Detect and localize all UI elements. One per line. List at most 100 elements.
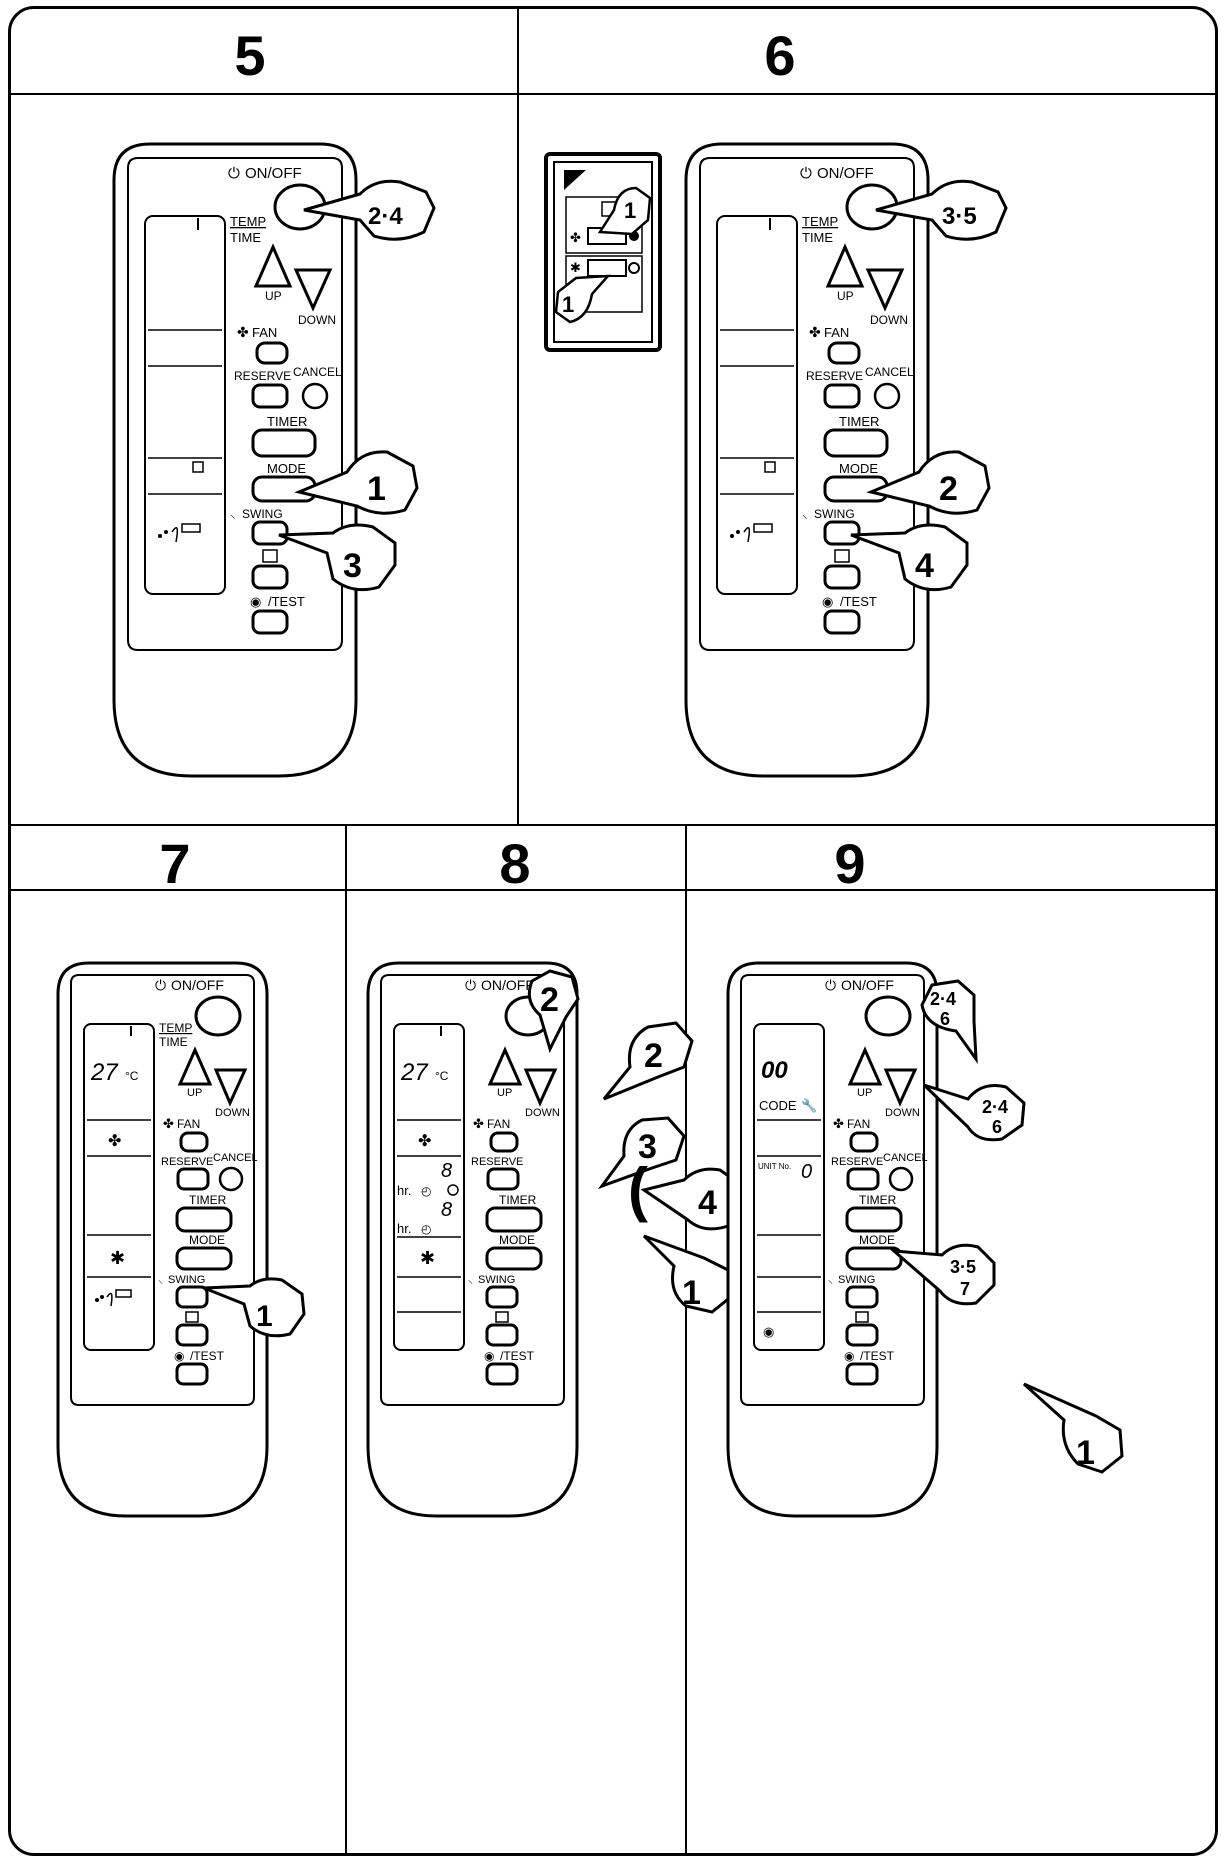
timer-off-digit: 8 — [441, 1199, 452, 1221]
timer-on-digit: 8 — [441, 1160, 452, 1182]
mode-button[interactable] — [485, 1246, 543, 1271]
svg-text:2: 2 — [540, 981, 559, 1019]
down-label: DOWN — [885, 1107, 920, 1119]
svg-text:4: 4 — [698, 1184, 717, 1222]
test-label: /TEST — [860, 1349, 895, 1363]
down-button[interactable] — [865, 268, 905, 312]
svg-text:3: 3 — [343, 547, 362, 585]
clock-icon: ◴ — [421, 1184, 431, 1198]
fan-label: FAN — [252, 325, 277, 340]
mode-label: MODE — [267, 461, 306, 476]
grid-icon — [834, 549, 850, 563]
cancel-label: CANCEL — [883, 1152, 928, 1164]
fan-button[interactable] — [179, 1131, 209, 1153]
timer-button[interactable] — [823, 428, 889, 458]
step-number-9: 9 — [834, 832, 866, 895]
temp-label: TEMP — [802, 214, 838, 229]
fan-icon: ✤ — [163, 1116, 174, 1131]
callout-hand-6-onoff: 3·5 — [875, 179, 1008, 241]
test-button[interactable] — [485, 1362, 519, 1386]
fan-label: FAN — [487, 1117, 510, 1131]
power-icon: ⏻ — [465, 977, 476, 993]
fan-button[interactable] — [489, 1131, 519, 1153]
fan-icon: ✤ — [570, 230, 581, 245]
ventilation-button[interactable] — [845, 1323, 879, 1347]
on-off-label: ON/OFF — [841, 977, 894, 993]
snowflake-icon: ✱ — [110, 1248, 125, 1268]
temperature-readout: 27 — [400, 1059, 429, 1086]
swing-button[interactable] — [485, 1285, 519, 1309]
test-button[interactable] — [251, 609, 289, 635]
cancel-label: CANCEL — [865, 365, 914, 379]
cancel-button[interactable] — [888, 1166, 914, 1192]
callout-hand-6-unit-top: 1 — [597, 186, 652, 236]
fan-icon: ✤ — [473, 1116, 484, 1131]
timer-button[interactable] — [485, 1206, 543, 1233]
timer-button[interactable] — [251, 428, 317, 458]
up-button[interactable] — [177, 1046, 213, 1086]
code-label: CODE — [759, 1098, 797, 1113]
cancel-button[interactable] — [218, 1166, 244, 1192]
test-button[interactable] — [845, 1362, 879, 1386]
temperature-unit: °C — [125, 1069, 139, 1083]
test-button[interactable] — [175, 1362, 209, 1386]
fan-icon: ✤ — [809, 324, 821, 340]
swing-button[interactable] — [845, 1285, 879, 1309]
cancel-button[interactable] — [873, 382, 901, 410]
svg-text:1: 1 — [367, 470, 386, 508]
reserve-button[interactable] — [176, 1167, 210, 1191]
mode-label: MODE — [859, 1233, 895, 1247]
swing-button[interactable] — [251, 520, 289, 546]
timer-button[interactable] — [175, 1206, 233, 1233]
swing-louver-icon — [730, 523, 773, 543]
svg-text:1: 1 — [562, 292, 574, 317]
grid-icon — [855, 1311, 869, 1323]
swing-label: SWING — [838, 1274, 875, 1286]
svg-text:3·5: 3·5 — [950, 1257, 976, 1277]
timer-label: TIMER — [499, 1193, 537, 1207]
wrench-icon: 🔧 — [801, 1097, 817, 1113]
up-button[interactable] — [847, 1046, 883, 1086]
swing-button[interactable] — [823, 520, 861, 546]
brand-logo-icon — [564, 170, 586, 190]
cancel-button[interactable] — [301, 382, 329, 410]
down-button[interactable] — [883, 1068, 918, 1107]
timer-button[interactable] — [845, 1206, 903, 1233]
fan-button[interactable] — [849, 1131, 879, 1153]
power-icon: ⏻ — [825, 977, 836, 993]
swing-button[interactable] — [175, 1285, 209, 1309]
test-button[interactable] — [823, 609, 861, 635]
on-off-label: ON/OFF — [481, 977, 534, 993]
ventilation-button[interactable] — [251, 564, 289, 590]
fan-button[interactable] — [255, 341, 289, 365]
reserve-button[interactable] — [823, 383, 861, 409]
snowflake-icon: ✱ — [570, 260, 581, 275]
swing-icon: ⸜ — [230, 509, 236, 521]
ventilation-button[interactable] — [823, 564, 861, 590]
svg-text:3·5: 3·5 — [942, 203, 977, 230]
up-label: UP — [497, 1087, 512, 1099]
down-button[interactable] — [523, 1068, 558, 1107]
reserve-button[interactable] — [486, 1167, 520, 1191]
fan-button[interactable] — [827, 341, 861, 365]
svg-text:1: 1 — [682, 1274, 701, 1312]
hours-label: hr. — [397, 1221, 411, 1236]
divider-panel-5-6 — [517, 8, 519, 826]
svg-text:1: 1 — [1076, 1434, 1095, 1472]
reserve-button[interactable] — [251, 383, 289, 409]
swing-label: SWING — [168, 1274, 205, 1286]
down-button[interactable] — [213, 1068, 248, 1107]
ventilation-button[interactable] — [485, 1323, 519, 1347]
mode-button[interactable] — [175, 1246, 233, 1271]
on-off-button[interactable] — [864, 995, 912, 1037]
ventilation-button[interactable] — [175, 1323, 209, 1347]
down-button[interactable] — [293, 268, 333, 312]
up-button[interactable] — [487, 1046, 523, 1086]
up-button[interactable] — [825, 243, 865, 288]
test-label: /TEST — [190, 1349, 225, 1363]
fan-label: FAN — [847, 1117, 870, 1131]
up-button[interactable] — [253, 243, 293, 288]
on-off-button[interactable] — [194, 995, 242, 1037]
indicator-icon — [628, 262, 640, 274]
reserve-button[interactable] — [846, 1167, 880, 1191]
